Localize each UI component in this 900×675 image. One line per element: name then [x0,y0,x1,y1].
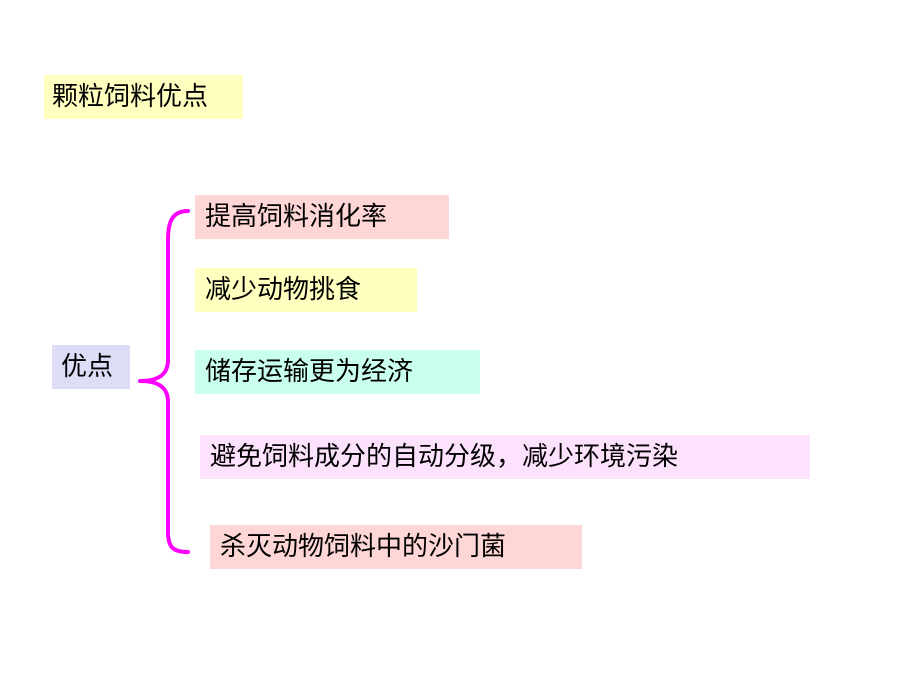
advantage-item: 提高饲料消化率 [195,195,449,239]
slide-title: 颗粒饲料优点 [44,75,243,119]
advantage-item: 减少动物挑食 [195,268,417,312]
brace-path [138,209,190,554]
advantage-item: 杀灭动物饲料中的沙门菌 [210,525,582,569]
advantage-item-text: 避免饲料成分的自动分级，减少环境污染 [210,442,679,472]
slide-title-text: 颗粒饲料优点 [52,82,209,112]
advantage-item-text: 杀灭动物饲料中的沙门菌 [220,532,507,562]
advantage-item-text: 提高饲料消化率 [205,202,388,232]
center-label-text: 优点 [61,352,114,382]
advantage-item-text: 储存运输更为经济 [205,357,414,387]
center-label: 优点 [52,345,130,389]
advantage-item-text: 减少动物挑食 [205,275,362,305]
advantage-item: 储存运输更为经济 [195,350,480,394]
advantage-item: 避免饲料成分的自动分级，减少环境污染 [200,435,810,479]
